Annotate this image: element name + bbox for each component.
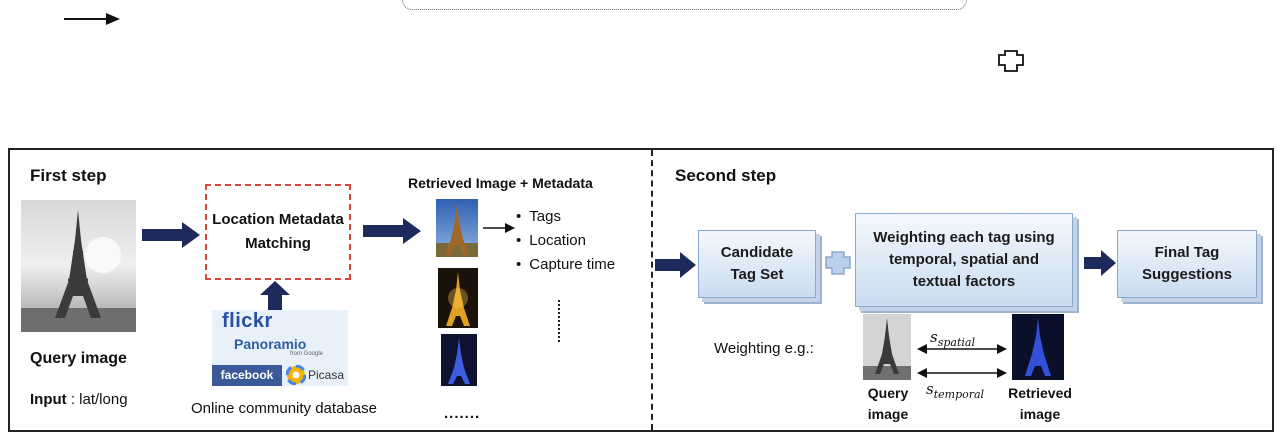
database-logos: flickr Panoramio from Google facebook Pi… [212,310,348,386]
arrow-matching-to-retrieved [363,218,421,244]
final-tag-suggestions-box: Final Tag Suggestions [1117,230,1257,298]
weighting-box: Weighting each tag using temporal, spati… [855,213,1073,307]
metadata-item: Capture time [516,253,615,277]
input-value: : lat/long [70,391,128,408]
arrow-to-final [1084,250,1116,276]
arrow-thumb-to-metadata [483,223,515,233]
input-label: Input [30,391,67,408]
arrow-legend-icon [64,13,120,25]
diagram-frame [8,148,1274,432]
panoramio-logo: Panoramio [234,336,307,352]
double-arrow-spatial [917,344,1007,354]
retrieved-thumb-3 [441,334,477,386]
connector-icon [825,251,851,275]
arrow-query-to-matching [142,222,200,248]
s-temporal-label: stemporal [926,380,985,401]
arrow-to-candidate [655,252,696,278]
weighting-example-label: Weighting e.g.: [714,340,814,357]
candidate-tag-set-box: Candidate Tag Set [698,230,816,298]
retrieved-title: Retrieved Image + Metadata [408,175,593,191]
picasa-icon [286,365,306,385]
query-image [21,200,136,332]
s-spatial-label: sspatial [930,328,975,349]
online-db-label: Online community database [191,400,377,417]
metadata-list: Tags Location Capture time [516,205,615,277]
retrieved-thumb-2 [438,268,478,328]
first-step-title: First step [30,166,107,185]
second-step-title: Second step [675,166,777,185]
step-divider [651,150,653,430]
arrow-database-up [260,281,290,311]
facebook-logo: facebook [212,365,282,386]
example-retrieved-image [1012,314,1064,380]
location-metadata-matching-box: Location Metadata Matching [205,184,351,280]
vertical-ellipsis [558,300,560,342]
metadata-item: Tags [516,205,615,229]
picasa-logo: Picasa [308,368,345,382]
top-dotted-shape [402,0,967,10]
connector-legend-icon [998,50,1024,72]
metadata-item: Location [516,229,615,253]
panoramio-sub: from Google [290,351,324,357]
example-retrieved-label: Retrieved image [1008,385,1072,422]
double-arrow-temporal [917,368,1007,378]
retrieved-thumb-1 [436,199,478,257]
input-line: Input : lat/long [30,391,128,408]
query-image-label: Query image [30,350,127,367]
example-query-label: Query image [867,385,909,422]
example-query-image [863,314,911,380]
flickr-logo: flickr [222,310,273,332]
more-dots: ....... [444,405,481,422]
